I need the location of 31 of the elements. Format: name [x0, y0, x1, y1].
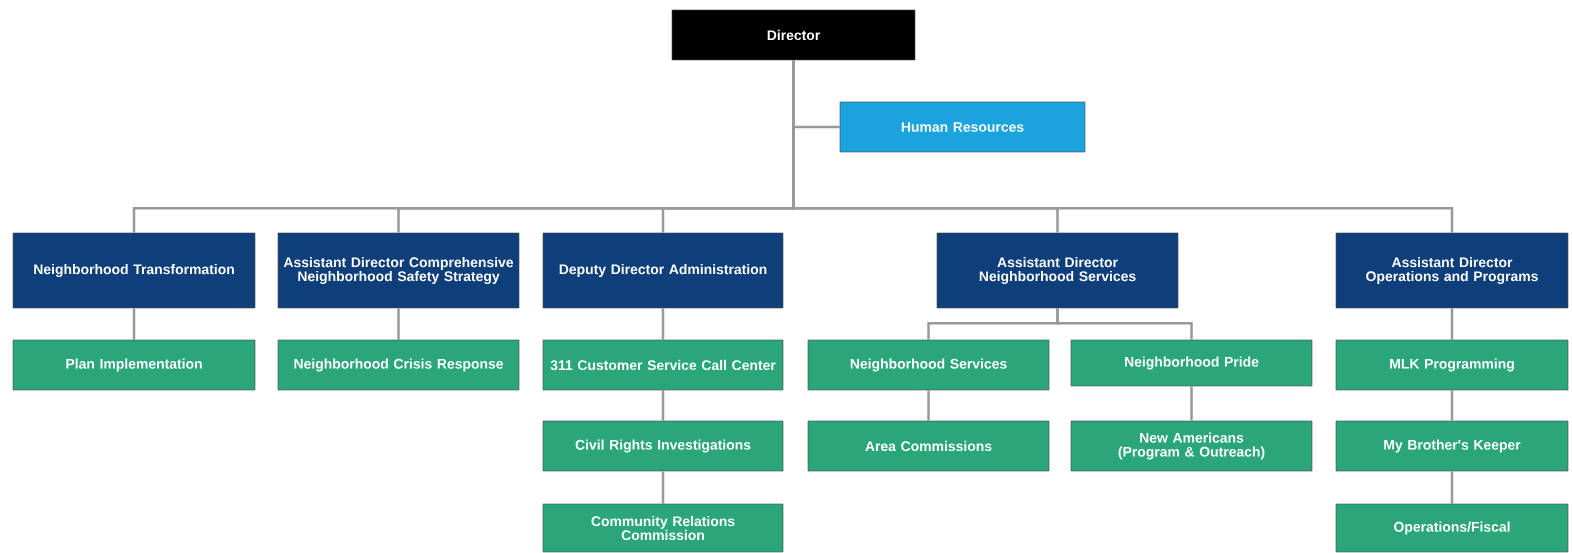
connector-line	[927, 390, 930, 421]
department-box: Assistant Director Operations and Programs	[1335, 232, 1569, 309]
connector-line	[1056, 308, 1193, 340]
connector-line	[1190, 386, 1193, 421]
unit-box: Operations/Fiscal	[1335, 503, 1569, 553]
unit-box: 311 Customer Service Call Center	[542, 339, 784, 391]
department-box: Assistant Director Neighborhood Services	[936, 232, 1179, 309]
connector-line	[132, 308, 136, 340]
unit-box: Civil Rights Investigations	[542, 420, 784, 472]
unit-box: Neighborhood Crisis Response	[277, 339, 520, 391]
connector-line	[661, 308, 665, 340]
connector-line	[397, 308, 400, 340]
staff-box: Human Resources	[839, 101, 1086, 153]
connector-line	[661, 471, 665, 504]
department-box: Neighborhood Transformation	[12, 232, 256, 309]
connector-line	[1450, 308, 1454, 340]
unit-box: Neighborhood Services	[807, 339, 1050, 391]
department-box: Deputy Director Administration	[542, 232, 784, 309]
unit-box: Neighborhood Pride	[1070, 339, 1313, 387]
unit-box: Plan Implementation	[12, 339, 256, 391]
unit-box: MLK Programming	[1335, 339, 1569, 391]
connector-line	[1450, 390, 1454, 421]
unit-box: My Brother's Keeper	[1335, 420, 1569, 472]
connector-line	[1450, 471, 1454, 504]
director-box: Director	[671, 9, 916, 61]
connector-line	[661, 390, 665, 421]
unit-box: Area Commissions	[807, 420, 1050, 472]
department-box: Assistant Director Comprehensive Neighborhood Safety Strategy	[277, 232, 520, 309]
connector-line	[792, 60, 1454, 233]
unit-box: Community Relations Commission	[542, 503, 784, 553]
unit-box: New Americans (Program & Outreach)	[1070, 420, 1313, 472]
